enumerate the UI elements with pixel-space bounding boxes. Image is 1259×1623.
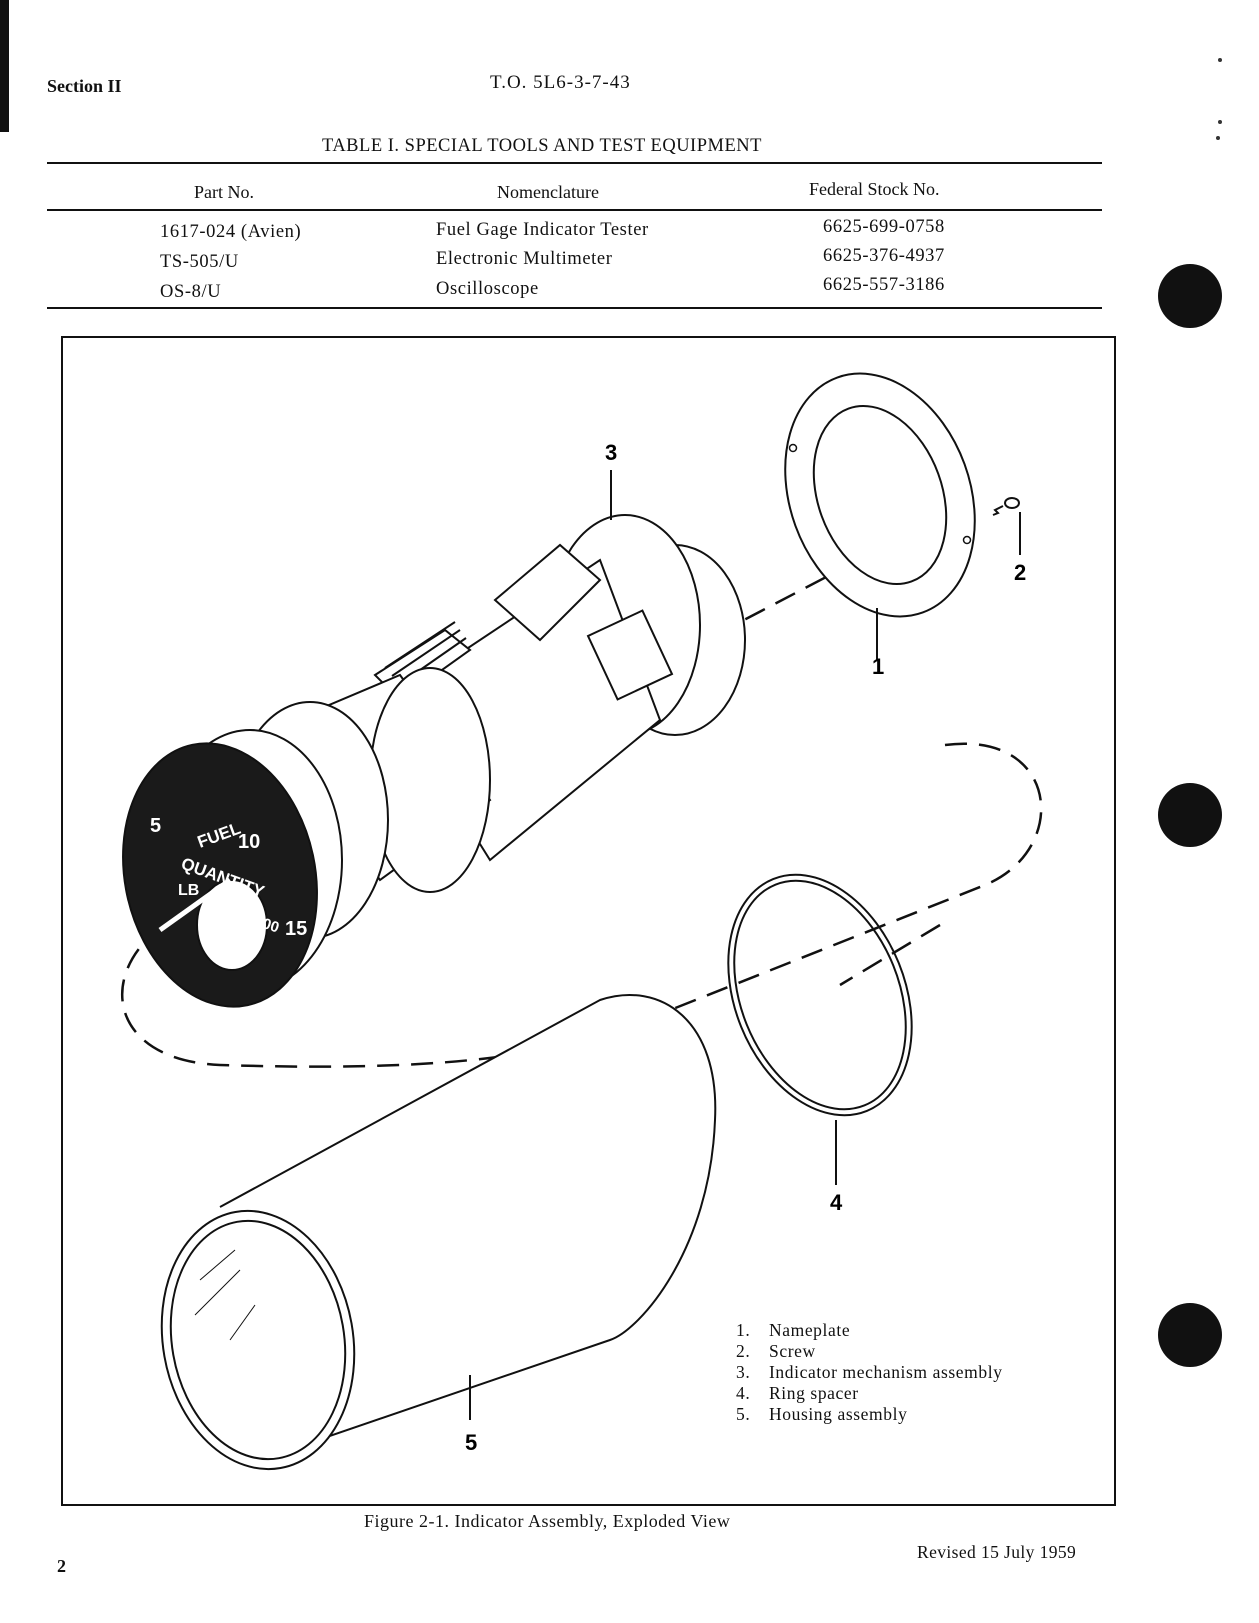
ring-axis-dashed: [839, 923, 941, 987]
table-cell: 6625-699-0758: [823, 217, 945, 237]
housing-assembly: [160, 994, 717, 1471]
table-cell: Fuel Gage Indicator Tester: [436, 220, 649, 240]
legend-item: 3.Indicator mechanism assembly: [736, 1362, 1003, 1382]
svg-text:5: 5: [150, 815, 161, 837]
margin-mark: [1218, 120, 1222, 124]
margin-mark: [1218, 58, 1222, 62]
ring-spacer: [727, 873, 913, 1117]
figure-caption: Figure 2-1. Indicator Assembly, Exploded…: [364, 1511, 731, 1531]
callout-5: 5: [465, 1430, 477, 1455]
table-bottom-rule: [47, 307, 1102, 309]
col-header-stock-no: Federal Stock No.: [809, 179, 940, 199]
callout-4: 4: [830, 1190, 843, 1215]
legend-item: 5.Housing assembly: [736, 1404, 908, 1424]
callout-2: 2: [1014, 560, 1026, 585]
table-cell: 6625-376-4937: [823, 246, 945, 266]
callout-3: 3: [605, 440, 617, 465]
figure-legend: 1.Nameplate 2.Screw 3.Indicator mechanis…: [736, 1320, 1003, 1425]
revision-date: Revised 15 July 1959: [917, 1542, 1077, 1562]
table-top-rule: [47, 162, 1102, 164]
callout-1: 1: [872, 654, 884, 679]
to-number: T.O. 5L6-3-7-43: [490, 72, 631, 93]
table-cell: 6625-557-3186: [823, 275, 945, 295]
punch-hole: [1158, 264, 1222, 328]
table-cell: OS-8/U: [160, 282, 222, 302]
table-cell: TS-505/U: [160, 252, 239, 272]
section-label: Section II: [47, 76, 122, 96]
table-cell: 1617-024 (Avien): [160, 222, 302, 242]
figure-frame: [61, 336, 1116, 1506]
table-title: TABLE I. SPECIAL TOOLS AND TEST EQUIPMEN…: [322, 136, 762, 156]
col-header-nomenclature: Nomenclature: [497, 182, 599, 202]
fuel-quantity-dial: 5 10 15 FUEL QUANTITY LB X 1000: [122, 742, 318, 1008]
table-header-rule: [47, 209, 1102, 211]
change-bar: [0, 0, 9, 132]
svg-text:10: 10: [238, 831, 260, 853]
page-number: 2: [57, 1556, 66, 1576]
punch-hole: [1158, 783, 1222, 847]
screw: [992, 497, 1020, 516]
margin-mark: [1216, 136, 1220, 140]
legend-item: 2.Screw: [736, 1341, 816, 1361]
col-header-part-no: Part No.: [194, 182, 254, 202]
table-cell: Electronic Multimeter: [436, 249, 613, 269]
assembly-path-dashed: [120, 573, 1043, 1068]
table-cell: Oscilloscope: [436, 279, 539, 299]
svg-text:LB: LB: [178, 882, 199, 899]
svg-text:15: 15: [285, 918, 307, 940]
legend-item: 4.Ring spacer: [736, 1383, 859, 1403]
punch-hole: [1158, 1303, 1222, 1367]
legend-item: 1.Nameplate: [736, 1320, 851, 1340]
nameplate-ring: [784, 372, 976, 618]
